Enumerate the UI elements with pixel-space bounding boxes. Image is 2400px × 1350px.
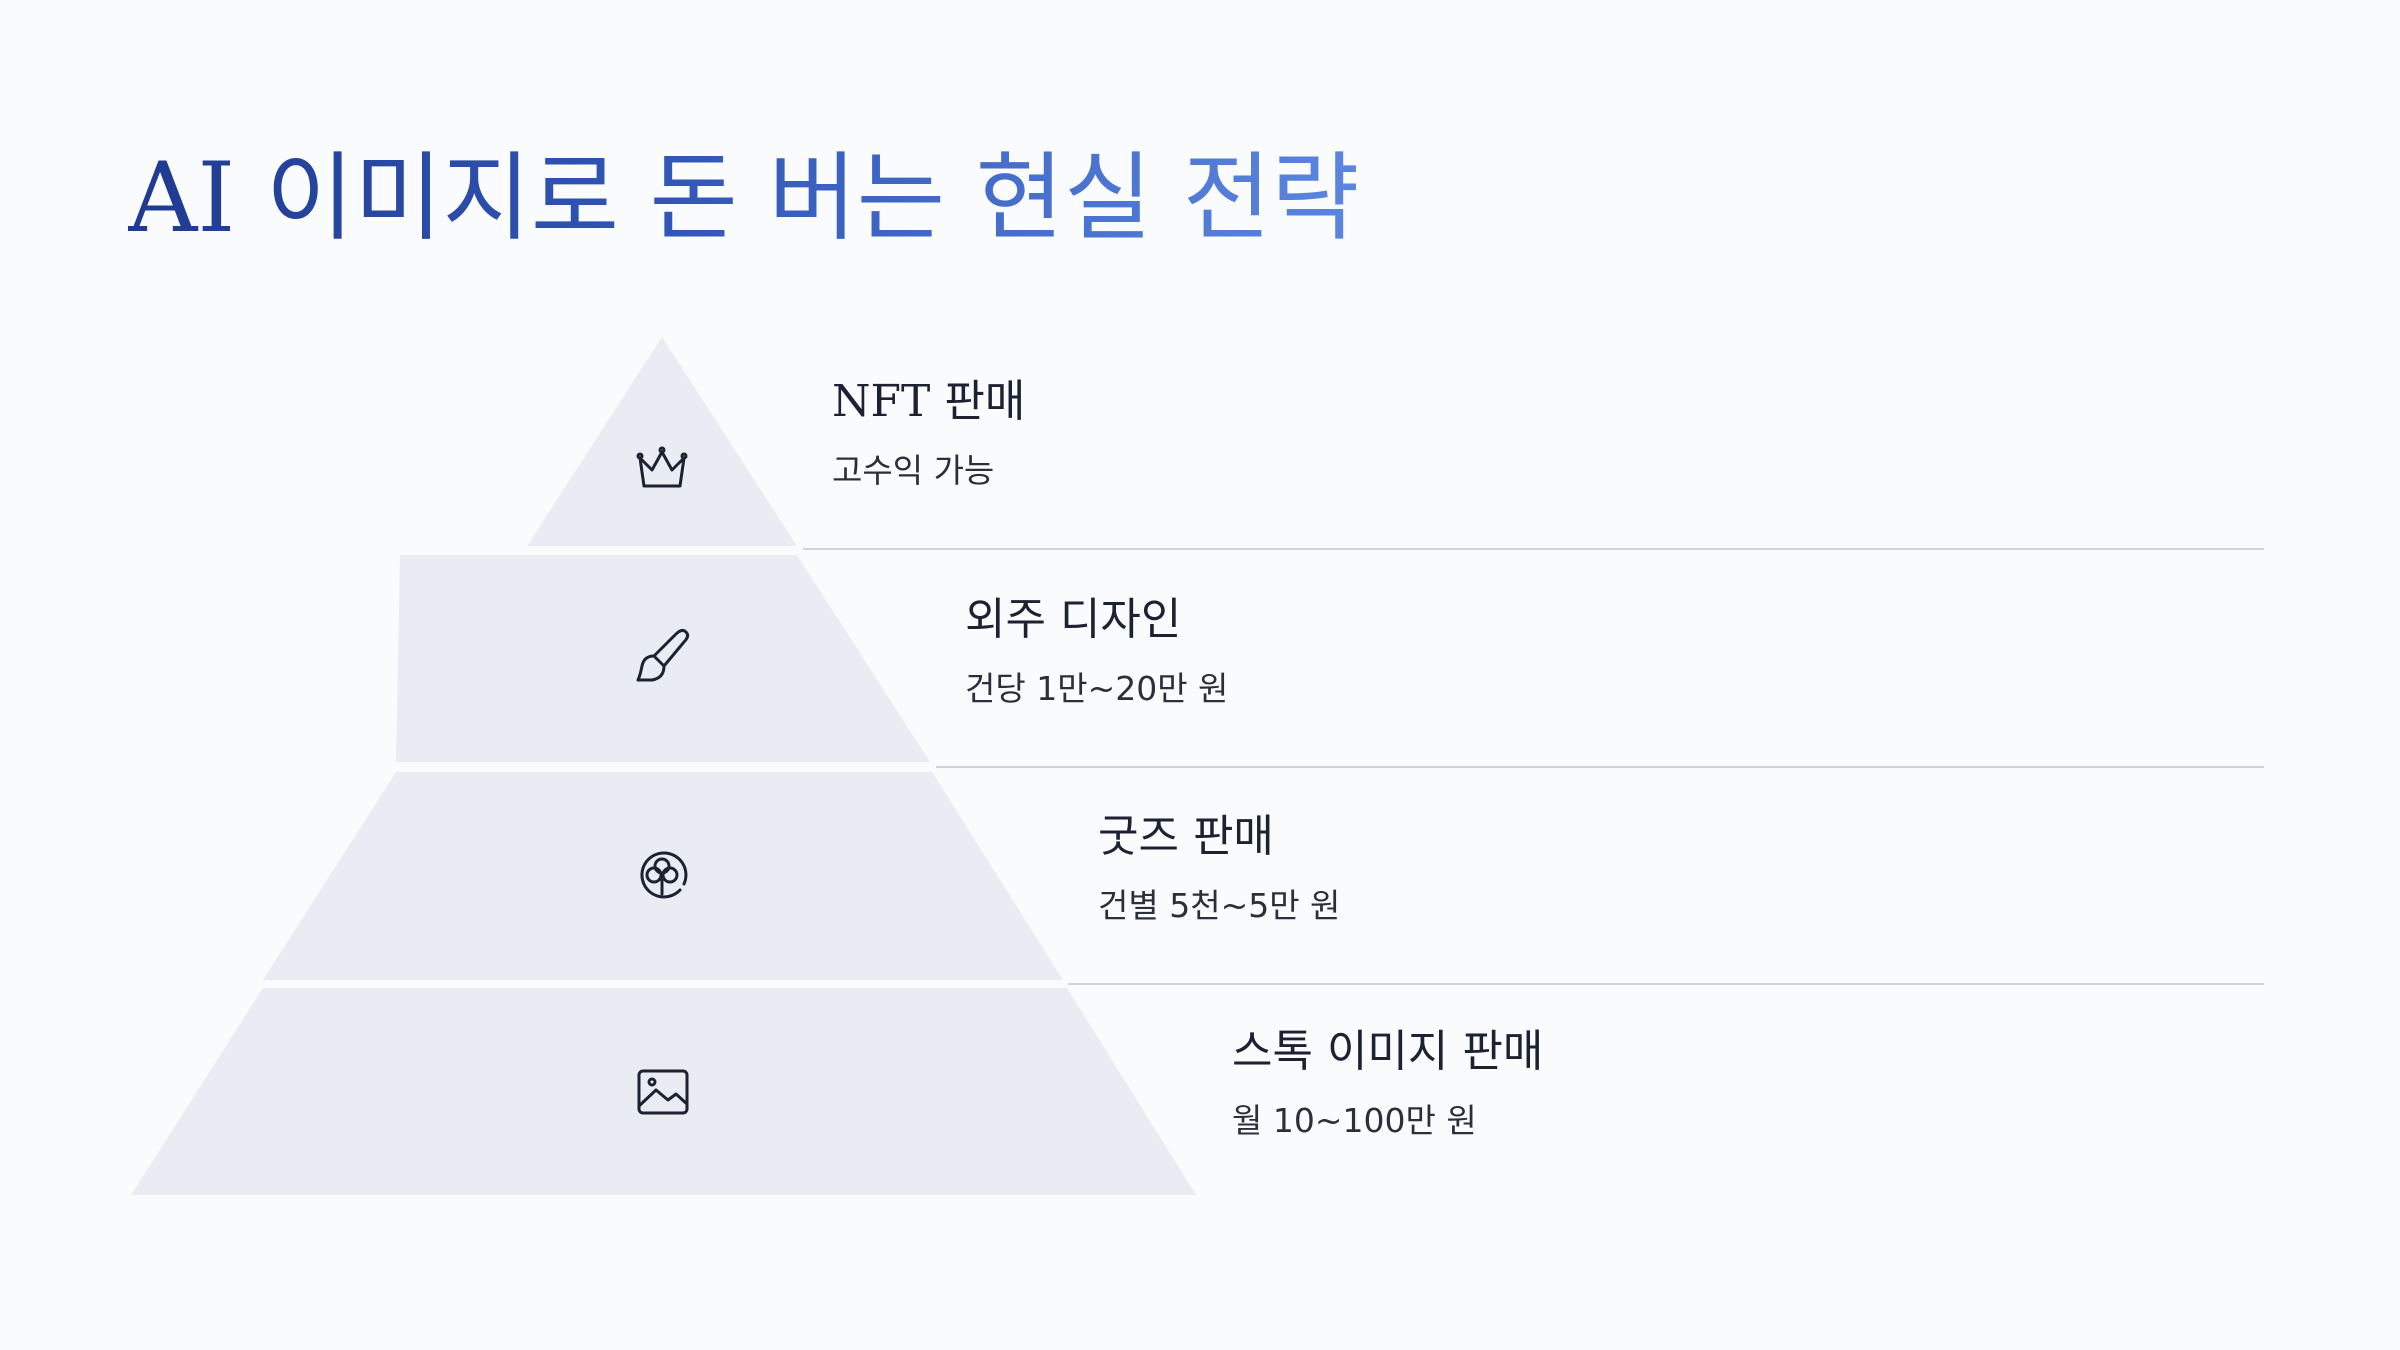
- tier-description: 건별 5천~5만 원: [1098, 886, 1341, 925]
- tier-label-nft: NFT 판매 고수익 가능: [832, 376, 1026, 490]
- pyramid-tier-1: [527, 337, 797, 546]
- crown-icon: [636, 446, 688, 488]
- tier-heading: 외주 디자인: [965, 594, 1182, 645]
- image-icon: [637, 1069, 689, 1115]
- pyramid-tier-4: [131, 988, 1196, 1195]
- flower-badge-icon: [640, 851, 688, 899]
- page-title: AI 이미지로 돈 버는 현실 전략: [128, 142, 1360, 254]
- tier-label-goods: 굿즈 판매 건별 5천~5만 원: [1098, 811, 1341, 925]
- tier-heading: NFT 판매: [832, 376, 1026, 427]
- tier-description: 건당 1만~20만 원: [965, 669, 1229, 708]
- tier-description: 월 10~100만 원: [1232, 1101, 1477, 1140]
- tier-heading: 스톡 이미지 판매: [1232, 1026, 1544, 1077]
- tier-label-stock: 스톡 이미지 판매 월 10~100만 원: [1232, 1026, 1544, 1140]
- tier-label-design: 외주 디자인 건당 1만~20만 원: [965, 594, 1229, 708]
- tier-heading: 굿즈 판매: [1098, 811, 1274, 862]
- tier-description: 고수익 가능: [832, 451, 995, 490]
- paintbrush-icon: [636, 628, 690, 682]
- pyramid-tier-2: [396, 555, 930, 762]
